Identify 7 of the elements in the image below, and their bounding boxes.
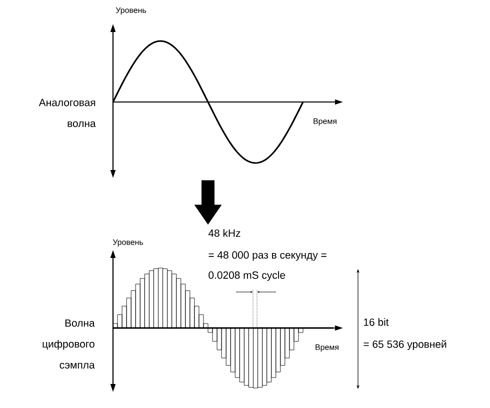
annotation-text: 0.0208 mS cycle [208,271,286,281]
annotation-text: 16 bit [364,318,389,326]
annotation-text: 48 kHz [208,229,240,237]
annotation-text: = 65 536 уровней [364,340,446,350]
wave-caption: Волна цифрового сэмпла [42,319,95,369]
wave-caption: Аналоговая волна [38,98,96,128]
annotation-text: = 48 000 раз в секунду = [208,251,326,261]
